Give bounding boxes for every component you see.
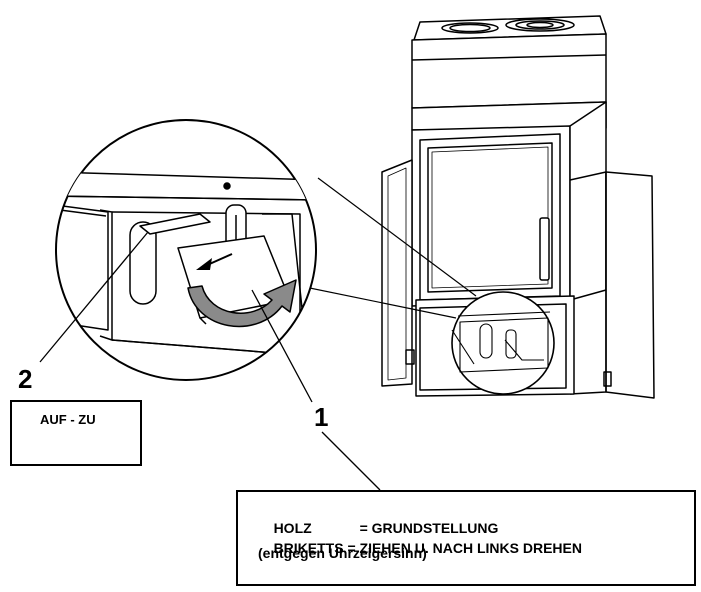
legend-line-note: (entgegen Uhrzeigersinn) xyxy=(258,545,427,561)
direction-box: AUF - ZU xyxy=(10,400,142,466)
detail-small-content xyxy=(451,311,551,373)
detail-circle-large xyxy=(55,119,317,381)
right-side-panel xyxy=(605,171,655,399)
detail-circle-small xyxy=(451,291,555,395)
upper-block xyxy=(411,33,607,109)
legend-line-holz: HOLZ = GRUNDSTELLUNG xyxy=(258,504,499,552)
legend-line-briketts: BRIKETTS = ZIEHEN U. NACH LINKS DREHEN xyxy=(258,524,582,572)
leader-line-1 xyxy=(251,289,381,491)
left-side-panel xyxy=(381,159,413,387)
callout-number-2: 2 xyxy=(18,364,33,394)
direction-label: AUF - ZU xyxy=(40,412,96,427)
rotation-arrow xyxy=(187,279,297,328)
door-handle xyxy=(539,217,550,281)
slide-arrow-small xyxy=(196,253,233,270)
legend-box: HOLZ = GRUNDSTELLUNG BRIKETTS = ZIEHEN U.… xyxy=(236,490,696,586)
legend-briketts-value: = ZIEHEN U. NACH LINKS DREHEN xyxy=(347,540,582,556)
callout-number-1: 1 xyxy=(314,402,329,432)
leader-line-2 xyxy=(39,231,149,363)
legend-briketts-key: BRIKETTS xyxy=(273,540,344,556)
legend-holz-key: HOLZ xyxy=(273,520,312,536)
magnify-connector xyxy=(299,177,477,319)
stove-drawing xyxy=(381,15,655,399)
legend-holz-value: = GRUNDSTELLUNG xyxy=(359,520,499,536)
